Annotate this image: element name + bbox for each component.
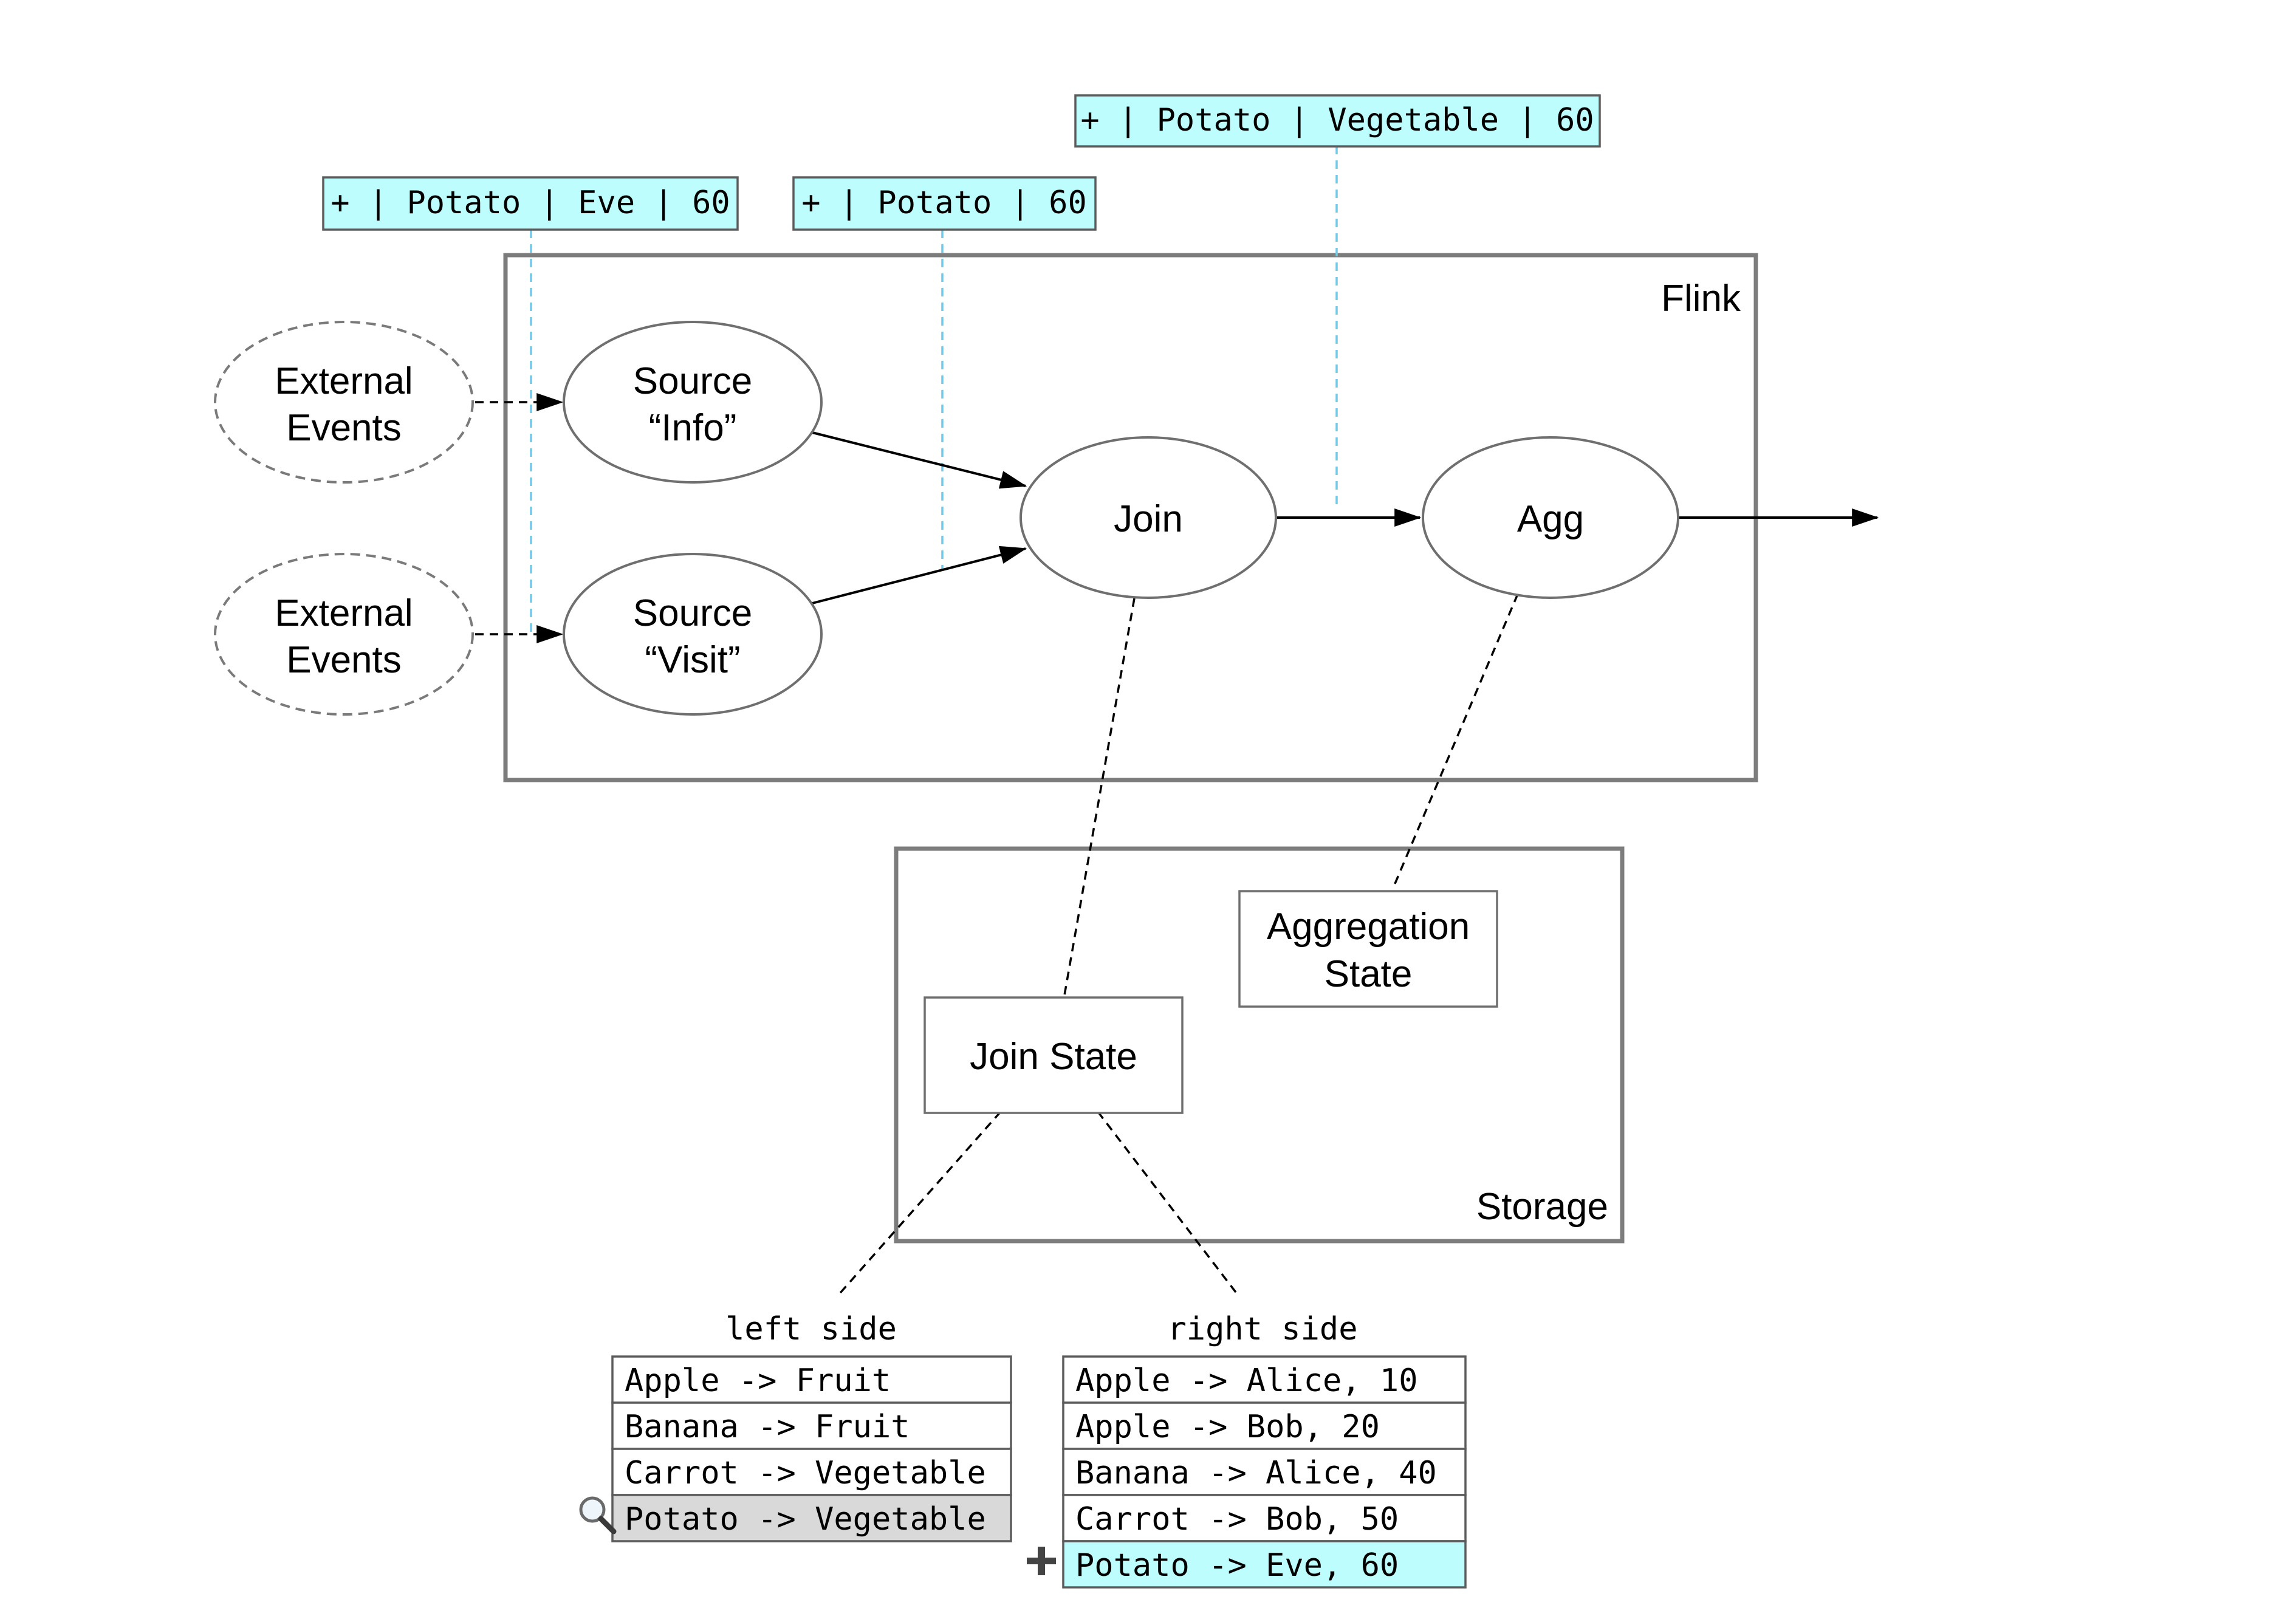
source-visit-node: Source “Visit” bbox=[563, 553, 823, 716]
aggregation-state-box: Aggregation State bbox=[1238, 890, 1498, 1008]
left-side-title: left side bbox=[725, 1311, 897, 1347]
svg-text:Join State: Join State bbox=[970, 1036, 1137, 1078]
right-side-row-text: Banana -> Alice, 40 bbox=[1075, 1455, 1437, 1491]
right-side-row-text: Apple -> Bob, 20 bbox=[1075, 1409, 1380, 1445]
svg-text:+ | Potato | 60: + | Potato | 60 bbox=[801, 185, 1087, 221]
svg-text:Source: Source bbox=[633, 592, 752, 634]
right-side-row: Potato -> Eve, 60 bbox=[1062, 1540, 1467, 1589]
left-side-row: Apple -> Fruit bbox=[611, 1355, 1012, 1404]
svg-text:State: State bbox=[1324, 953, 1413, 995]
svg-text:Join: Join bbox=[1114, 498, 1183, 540]
storage-frame bbox=[894, 846, 1625, 1244]
svg-text:“Info”: “Info” bbox=[649, 407, 737, 449]
right-side-row: Apple -> Bob, 20 bbox=[1062, 1401, 1467, 1450]
svg-text:Events: Events bbox=[286, 639, 402, 681]
svg-text:+ | Potato | Eve | 60: + | Potato | Eve | 60 bbox=[331, 185, 730, 221]
right-side-row: Carrot -> Bob, 50 bbox=[1062, 1494, 1467, 1542]
info-record-message: + | Potato | 60 bbox=[792, 176, 1097, 231]
source-info-node: Source “Info” bbox=[563, 321, 823, 484]
svg-text:Agg: Agg bbox=[1517, 498, 1584, 540]
right-side-table: Apple -> Alice, 10 Apple -> Bob, 20 Banana… bbox=[1062, 1355, 1467, 1589]
right-side-row-text: Carrot -> Bob, 50 bbox=[1075, 1501, 1399, 1538]
left-side-row: Potato -> Vegetable bbox=[611, 1494, 1012, 1542]
join-node: Join bbox=[1019, 436, 1277, 599]
agg-to-agg-state-line bbox=[1391, 594, 1519, 890]
external-events-top: External Events bbox=[214, 321, 474, 484]
svg-text:Aggregation: Aggregation bbox=[1267, 906, 1470, 948]
right-side-row-text: Potato -> Eve, 60 bbox=[1075, 1547, 1399, 1584]
join-state-box: Join State bbox=[924, 996, 1184, 1114]
left-side-row-text: Banana -> Fruit bbox=[625, 1409, 910, 1445]
right-side-row: Banana -> Alice, 40 bbox=[1062, 1448, 1467, 1496]
right-side-row: Apple -> Alice, 10 bbox=[1062, 1355, 1467, 1404]
right-side-row-text: Apple -> Alice, 10 bbox=[1075, 1363, 1418, 1399]
right-side-title: right side bbox=[1167, 1311, 1357, 1347]
agg-node: Agg bbox=[1422, 436, 1679, 599]
svg-text:“Visit”: “Visit” bbox=[645, 639, 740, 681]
join-state-to-right-side-line bbox=[1097, 1110, 1241, 1298]
left-side-row-text: Apple -> Fruit bbox=[625, 1363, 891, 1399]
join-to-join-state-line bbox=[1063, 598, 1136, 996]
join-output-record-message: + | Potato | Vegetable | 60 bbox=[1074, 94, 1601, 148]
source-visit-to-join-edge bbox=[812, 546, 1027, 604]
svg-text:Events: Events bbox=[286, 407, 402, 449]
left-side-row-text: Potato -> Vegetable bbox=[625, 1501, 986, 1538]
flink-label: Flink bbox=[1661, 278, 1741, 320]
external-events-bottom: External Events bbox=[214, 553, 474, 716]
magnifier-icon bbox=[579, 1496, 617, 1535]
svg-text:Source: Source bbox=[633, 360, 752, 402]
left-side-row: Carrot -> Vegetable bbox=[611, 1448, 1012, 1496]
storage-label: Storage bbox=[1476, 1186, 1608, 1228]
plus-icon bbox=[1027, 1547, 1056, 1575]
svg-text:External: External bbox=[275, 360, 413, 402]
visit-record-message: + | Potato | Eve | 60 bbox=[322, 176, 739, 231]
svg-text:External: External bbox=[275, 592, 413, 634]
left-side-row: Banana -> Fruit bbox=[611, 1401, 1012, 1450]
svg-text:+ | Potato | Vegetable | 60: + | Potato | Vegetable | 60 bbox=[1080, 102, 1594, 139]
join-state-to-left-side-line bbox=[835, 1110, 1002, 1298]
source-info-to-join-edge bbox=[812, 431, 1027, 489]
left-side-row-text: Carrot -> Vegetable bbox=[625, 1455, 986, 1491]
